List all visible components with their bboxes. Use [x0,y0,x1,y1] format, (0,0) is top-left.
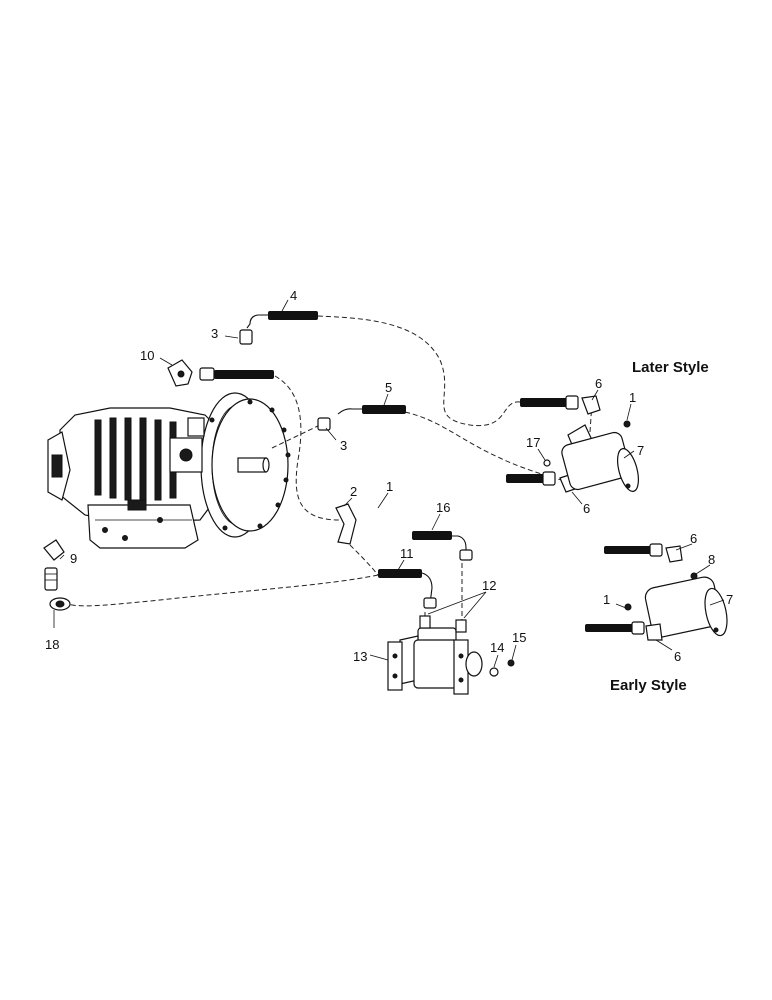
early-style-label: Early Style [610,677,687,694]
callout-5: 5 [385,380,392,395]
hose-11 [378,569,437,609]
leader-lines [53,299,725,668]
callout-3-lower: 3 [340,438,347,453]
fitting-3-upper [239,329,253,345]
callout-6-later-upper: 6 [595,376,602,391]
callout-15: 15 [512,630,526,645]
filter-later-style [543,420,639,492]
hose-16 [412,531,473,561]
callout-12: 12 [482,578,496,593]
callout-6-later-lower: 6 [583,501,590,516]
callout-11: 11 [400,546,414,561]
fitting-9-18 [43,539,71,611]
callout-7-early: 7 [726,592,733,607]
elbow-10 [167,359,193,387]
callout-6-early-lower: 6 [674,649,681,664]
callout-2: 2 [350,484,357,499]
callout-1-later: 1 [629,390,636,405]
callout-17: 17 [526,435,540,450]
callout-1-early: 1 [603,592,610,607]
callout-4: 4 [290,288,297,303]
callout-3-upper: 3 [211,326,218,341]
callout-numbers: 4 3 10 5 3 6 1 17 7 6 2 1 16 11 12 13 14… [45,288,733,664]
filter-early-style [585,543,728,641]
later-style-label: Later Style [632,359,709,376]
hose-later-upper [520,395,601,415]
callout-6-early-upper: 6 [690,531,697,546]
transmission-assembly [47,392,291,549]
callout-14: 14 [490,640,504,655]
bracket-2 [335,503,357,545]
callout-10: 10 [140,348,154,363]
callout-1-bracket: 1 [386,479,393,494]
callout-9: 9 [70,551,77,566]
callout-16: 16 [436,500,450,515]
callout-7-later: 7 [637,443,644,458]
callout-13: 13 [353,649,367,664]
hose-5 [317,405,406,431]
callout-8: 8 [708,552,715,567]
callout-18: 18 [45,637,59,652]
oil-cooler-13 [387,615,515,695]
hose-10-line [199,367,274,381]
hose-4 [246,311,318,329]
